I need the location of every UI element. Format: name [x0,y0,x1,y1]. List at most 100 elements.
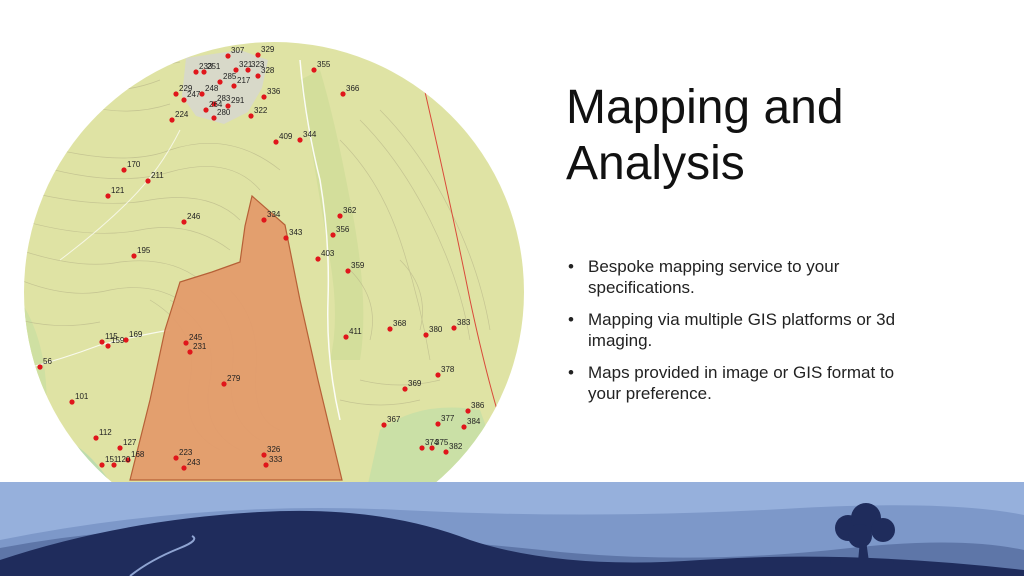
survey-point[interactable]: 307 [225,46,245,59]
survey-point-marker[interactable] [201,69,207,75]
survey-point-marker[interactable] [145,178,151,184]
survey-point-marker[interactable] [125,457,131,463]
survey-point[interactable]: 411 [343,327,362,340]
survey-point[interactable]: 251 [201,62,221,75]
survey-point-marker[interactable] [193,69,199,75]
survey-point[interactable]: 217 [231,76,251,89]
survey-point-marker[interactable] [435,372,441,378]
survey-point-marker[interactable] [343,334,349,340]
survey-point[interactable]: 280 [211,108,231,121]
survey-point[interactable]: 168 [125,450,145,463]
survey-point-marker[interactable] [423,332,429,338]
survey-point[interactable]: 321 [233,60,253,73]
survey-point-marker[interactable] [435,421,441,427]
survey-point[interactable]: 403 [315,249,335,262]
survey-point-marker[interactable] [451,325,457,331]
survey-point-marker[interactable] [231,83,237,89]
survey-point-marker[interactable] [121,167,127,173]
survey-point-marker[interactable] [283,235,289,241]
survey-point-marker[interactable] [263,462,269,468]
survey-point-marker[interactable] [187,349,193,355]
survey-point-marker[interactable] [111,462,117,468]
survey-point-marker[interactable] [181,97,187,103]
survey-point[interactable]: 233 [193,62,213,75]
survey-point-marker[interactable] [217,79,223,85]
survey-point[interactable]: 334 [261,210,281,223]
survey-point-marker[interactable] [261,94,267,100]
survey-point-marker[interactable] [69,399,75,405]
survey-point-marker[interactable] [37,364,43,370]
survey-point[interactable]: 384 [461,417,481,430]
survey-point[interactable]: 328 [255,66,275,79]
survey-point-marker[interactable] [402,386,408,392]
survey-point-marker[interactable] [315,256,321,262]
survey-point[interactable]: 386 [465,401,485,414]
survey-point[interactable]: 368 [387,319,407,332]
survey-point-marker[interactable] [173,91,179,97]
survey-point[interactable]: 283 [211,94,231,107]
survey-point[interactable]: 356 [330,225,350,238]
survey-point-marker[interactable] [311,67,317,73]
survey-point[interactable]: 243 [181,458,201,471]
survey-point[interactable]: 323 [245,60,265,73]
survey-point-marker[interactable] [105,343,111,349]
survey-point-marker[interactable] [181,465,187,471]
survey-point[interactable]: 322 [248,106,268,119]
survey-area-polygon[interactable] [129,194,343,481]
survey-point[interactable]: 383 [451,318,471,331]
survey-point[interactable]: 56 [37,357,52,370]
survey-point[interactable]: 211 [145,171,164,184]
survey-point-marker[interactable] [105,193,111,199]
survey-point-marker[interactable] [261,452,267,458]
survey-point-marker[interactable] [117,445,123,451]
survey-point-marker[interactable] [387,326,393,332]
survey-point-marker[interactable] [340,91,346,97]
survey-point-marker[interactable] [419,445,425,451]
survey-point[interactable]: 329 [255,45,275,58]
survey-point[interactable]: 170 [121,160,141,173]
survey-point-marker[interactable] [443,449,449,455]
survey-point-marker[interactable] [461,424,467,430]
survey-point-marker[interactable] [183,340,189,346]
survey-point[interactable]: 245 [183,333,203,346]
survey-point-marker[interactable] [345,268,351,274]
survey-point[interactable]: 380 [423,325,443,338]
survey-point[interactable]: 369 [402,379,422,392]
survey-point-marker[interactable] [99,462,105,468]
survey-point[interactable]: 333 [263,455,283,468]
survey-point-marker[interactable] [255,73,261,79]
survey-point[interactable]: 382 [443,442,463,455]
survey-point-marker[interactable] [131,253,137,259]
survey-point[interactable]: 247 [181,90,201,103]
survey-point[interactable]: 326 [261,445,281,458]
survey-point[interactable]: 229 [173,84,193,97]
survey-point[interactable]: 248 [199,84,219,97]
survey-point-marker[interactable] [173,455,179,461]
survey-point-marker[interactable] [233,67,239,73]
survey-point-marker[interactable] [245,67,251,73]
survey-point-marker[interactable] [221,381,227,387]
survey-point[interactable]: 366 [340,84,360,97]
survey-point-marker[interactable] [225,53,231,59]
survey-point-marker[interactable] [211,115,217,121]
survey-point[interactable]: 336 [261,87,281,100]
survey-point[interactable]: 115 [99,332,118,345]
survey-point-marker[interactable] [330,232,336,238]
survey-point[interactable]: 231 [187,342,207,355]
survey-point[interactable]: 344 [297,130,317,143]
survey-point-marker[interactable] [261,217,267,223]
survey-point[interactable]: 374 [419,438,439,451]
survey-point[interactable]: 127 [117,438,137,451]
survey-point-marker[interactable] [273,139,279,145]
survey-point-marker[interactable] [169,117,175,123]
survey-point[interactable]: 120 [111,455,131,468]
survey-point-marker[interactable] [99,339,105,345]
survey-point-marker[interactable] [181,219,187,225]
survey-point-marker[interactable] [337,213,343,219]
survey-point[interactable]: 291 [225,96,245,109]
survey-point[interactable]: 377 [435,414,455,427]
survey-point[interactable]: 343 [283,228,303,241]
survey-point[interactable]: 378 [435,365,455,378]
survey-point[interactable]: 169 [123,330,143,343]
survey-point[interactable]: 285 [217,72,237,85]
